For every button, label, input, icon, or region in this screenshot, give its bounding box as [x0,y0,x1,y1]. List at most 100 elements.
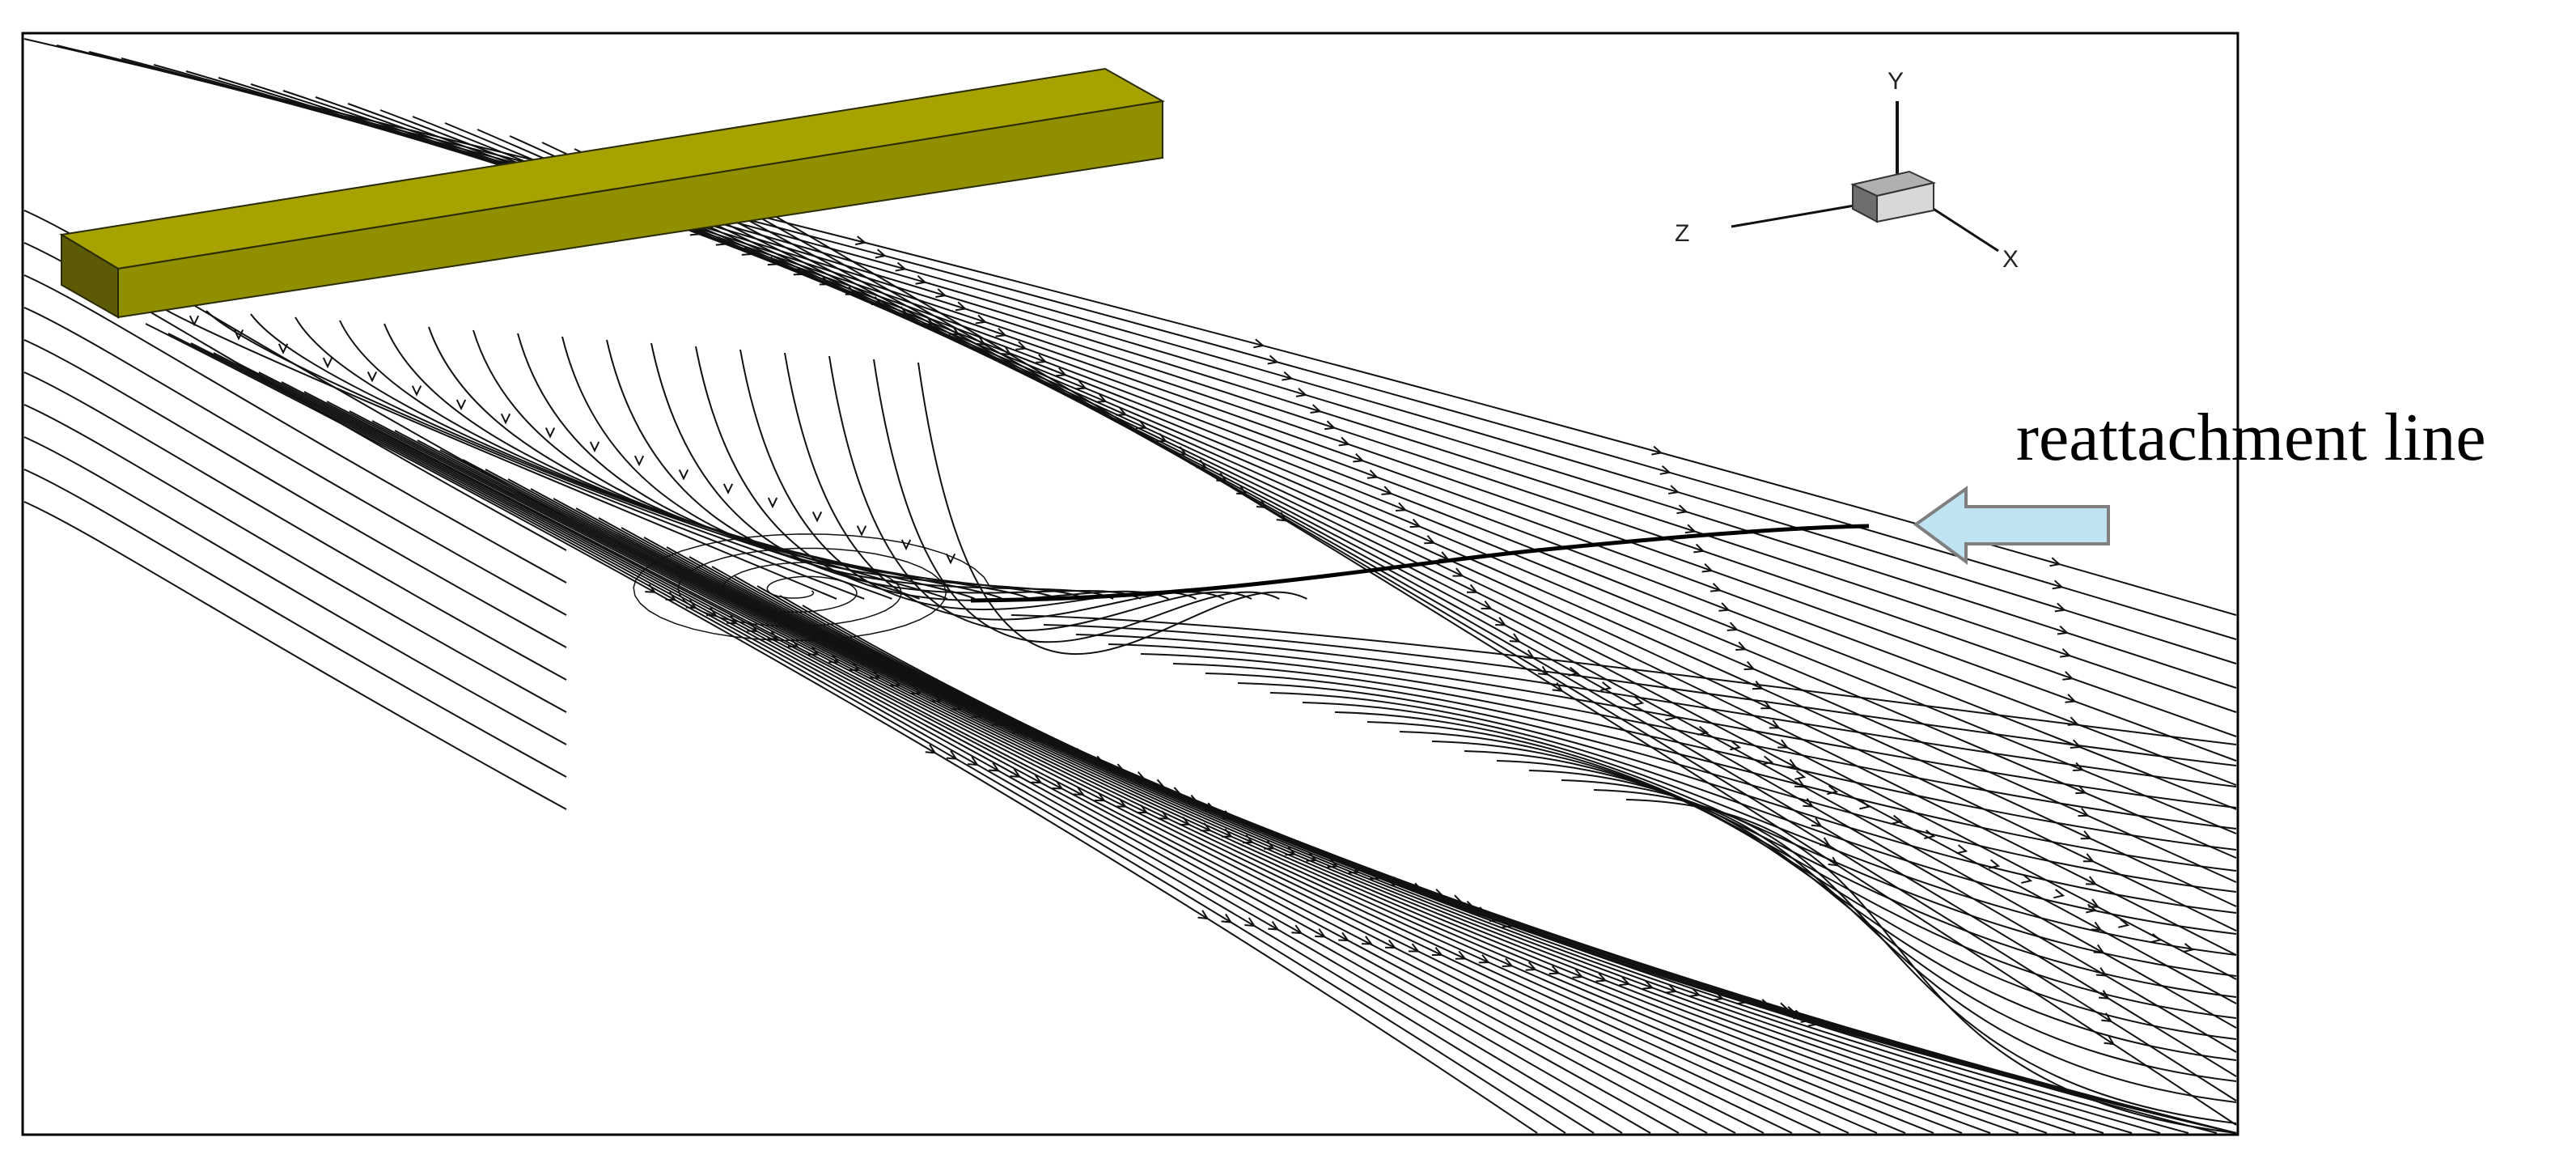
axes-triad-icon: Y Z X [1675,68,2019,273]
streamline-arrowhead [875,248,887,259]
streamline-arrowhead [189,315,200,327]
streamline-arrowhead [1743,660,1756,671]
streamline-arrowhead [849,661,861,672]
streamline-arrowhead [2057,625,2070,635]
streamline [1205,673,2237,872]
obstacle-side-face [61,233,119,319]
streamline-arrowhead [930,693,943,702]
streamline-arrowhead [1552,682,1564,692]
streamline [56,45,2237,640]
streamline-arrowhead [2054,602,2066,613]
streamline-arrowhead [1759,999,1772,1008]
streamline [606,155,2237,1053]
streamline [1561,779,2237,1103]
streamline-arrowhead [2104,1035,2116,1046]
streamline-arrowhead [1989,859,2001,869]
streamline-arrowhead [971,708,983,718]
streamline-arrowhead [1595,973,1608,983]
streamline-arrowhead [1408,943,1421,953]
streamline-arrowhead [1134,770,1146,781]
streamline-arrowhead [1291,924,1303,935]
reattachment-line [970,524,1870,603]
streamline-arrowhead [1362,936,1374,945]
streamline-arrowhead [1158,810,1170,820]
streamline-arrowhead [1827,785,1839,796]
streamline-arrowhead [1010,768,1022,778]
streamline [23,469,567,778]
streamline-arrowhead [2078,807,2090,817]
streamline-arrowhead [1267,354,1279,365]
streamline-arrowhead [1196,459,1208,469]
streamline [1043,624,2237,766]
streamline-arrowhead [889,677,901,687]
streamline-arrowhead [1306,852,1318,862]
streamline-arrowhead [1701,562,1714,573]
streamline-arrowhead [1786,758,1798,769]
streamline-arrowhead [1200,822,1212,832]
streamline [250,313,892,600]
streamline [88,51,2237,664]
streamline-arrowhead [1338,932,1350,942]
streamline-arrowhead [1549,965,1561,975]
streamline [1399,731,2237,998]
streamline-arrowhead [1032,732,1044,741]
streamline-arrowhead [1366,469,1379,479]
streamline [23,210,567,519]
streamline [711,566,2237,1134]
streamline-arrowhead [922,316,934,325]
streamline-arrowhead [1495,617,1507,626]
streamline [167,333,1566,1134]
streamline-arrowhead [1244,917,1256,927]
streamline [258,371,1680,1134]
streamline [439,449,1906,1134]
streamline-arrowhead [278,343,289,354]
streamline-arrowhead [2067,716,2079,726]
streamline-arrowhead [1924,830,1936,840]
streamline-arrowhead [1793,1009,1805,1020]
streamline-arrowhead [1633,696,1645,707]
streamline-arrowhead [1568,666,1580,677]
streamline [485,469,1963,1134]
streamline [1464,750,2237,1040]
streamline-arrowhead [589,441,600,452]
streamline [1302,702,2237,935]
streamline-arrowhead [1665,711,1677,721]
streamline [553,498,2048,1134]
streamline-arrowhead [1727,622,1739,631]
streamline-arrowhead [1353,452,1365,463]
streamline-arrowhead [1752,681,1765,690]
streamline [23,339,567,648]
streamline [462,459,1934,1134]
streamline-arrowhead [715,236,727,246]
streamline [23,242,567,551]
streamline-arrowhead [1315,928,1327,938]
streamline [756,585,2237,1134]
streamline-arrowhead [1424,535,1436,545]
streamline-arrowhead [1828,856,1840,867]
streamline-arrowhead [2070,739,2082,749]
streamline-arrowhead [1431,947,1443,957]
streamline-arrowhead [1718,602,1731,612]
streamline-arrowhead [1197,910,1210,920]
streamline-arrowhead [974,336,986,346]
streamline-arrowhead [1188,794,1200,804]
streamline-arrowhead [1412,882,1424,893]
streamline-arrowhead [1777,1002,1790,1012]
streamline [303,391,1736,1134]
streamline [574,148,2237,1029]
streamline-arrowhead [1221,828,1234,838]
streamline-arrowhead [1502,919,1514,928]
streamline-arrowhead [2093,944,2105,954]
streamline-arrowhead [366,371,378,383]
streamline [1269,692,2237,914]
streamline-arrowhead [1073,748,1085,758]
streamline-arrowhead [1094,755,1106,765]
streamline [417,439,1878,1134]
streamline-arrowhead [2049,557,2061,567]
streamline-arrowhead [1137,804,1149,814]
streamline-arrowhead [945,553,956,565]
streamline-arrowhead [1221,913,1233,923]
streamline [828,355,1252,632]
streamline-arrowhead [544,427,556,439]
streamline [23,38,2237,616]
